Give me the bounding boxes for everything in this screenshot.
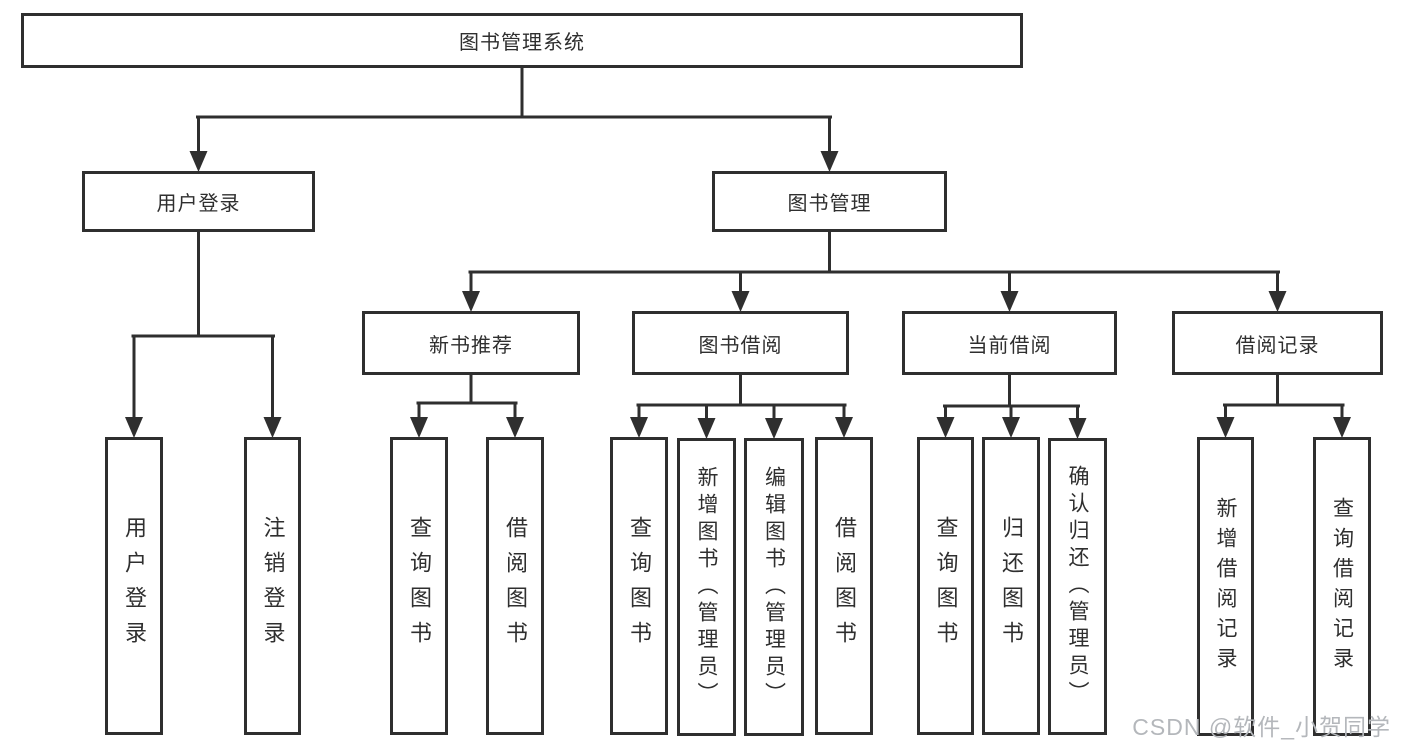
arrowhead-icon <box>125 417 143 438</box>
arrowhead-icon <box>820 151 839 172</box>
node-borrow-records: 借阅记录 <box>1172 311 1383 375</box>
node-bb-query-books: 查询图书 <box>610 437 668 735</box>
arrowhead-icon <box>1216 417 1235 438</box>
node-leaf-user-login: 用户登录 <box>105 437 163 735</box>
node-user-login: 用户登录 <box>82 171 315 232</box>
node-cb-query-books: 查询图书 <box>917 437 974 735</box>
node-bb-borrow-books: 借阅图书 <box>815 437 873 735</box>
arrowhead-icon <box>410 417 428 438</box>
node-new-book-rec: 新书推荐 <box>362 311 580 375</box>
node-nbr-borrow-books: 借阅图书 <box>486 437 544 735</box>
node-bb-add-books: 新增图书（管理员） <box>677 438 736 736</box>
arrowhead-icon <box>1068 418 1087 439</box>
node-book-mgmt: 图书管理 <box>712 171 947 232</box>
node-root: 图书管理系统 <box>21 13 1023 68</box>
arrowhead-icon <box>1002 417 1020 438</box>
node-book-borrow: 图书借阅 <box>632 311 849 375</box>
arrowhead-icon <box>936 417 955 438</box>
node-br-add-record: 新增借阅记录 <box>1197 437 1254 736</box>
node-br-query-record: 查询借阅记录 <box>1313 437 1371 736</box>
arrowhead-icon <box>189 151 208 172</box>
arrowhead-icon <box>263 417 282 438</box>
arrowhead-icon <box>506 417 524 438</box>
arrowhead-icon <box>462 291 480 312</box>
node-nbr-query-books: 查询图书 <box>390 437 448 735</box>
arrowhead-icon <box>731 291 750 312</box>
node-cb-return-books: 归还图书 <box>982 437 1040 735</box>
arrowhead-icon <box>630 417 648 438</box>
arrowhead-icon <box>1268 291 1287 312</box>
arrowhead-icon <box>835 417 853 438</box>
node-bb-edit-books: 编辑图书（管理员） <box>744 438 804 736</box>
arrowhead-icon <box>765 418 783 439</box>
arrowhead-icon <box>1000 291 1019 312</box>
node-current-borrow: 当前借阅 <box>902 311 1117 375</box>
arrowhead-icon <box>1333 417 1351 438</box>
node-leaf-logout: 注销登录 <box>244 437 301 735</box>
watermark: CSDN @软件_小贺同学 <box>1132 714 1391 740</box>
arrowhead-icon <box>697 418 716 439</box>
node-cb-confirm-return: 确认归还（管理员） <box>1048 438 1107 735</box>
